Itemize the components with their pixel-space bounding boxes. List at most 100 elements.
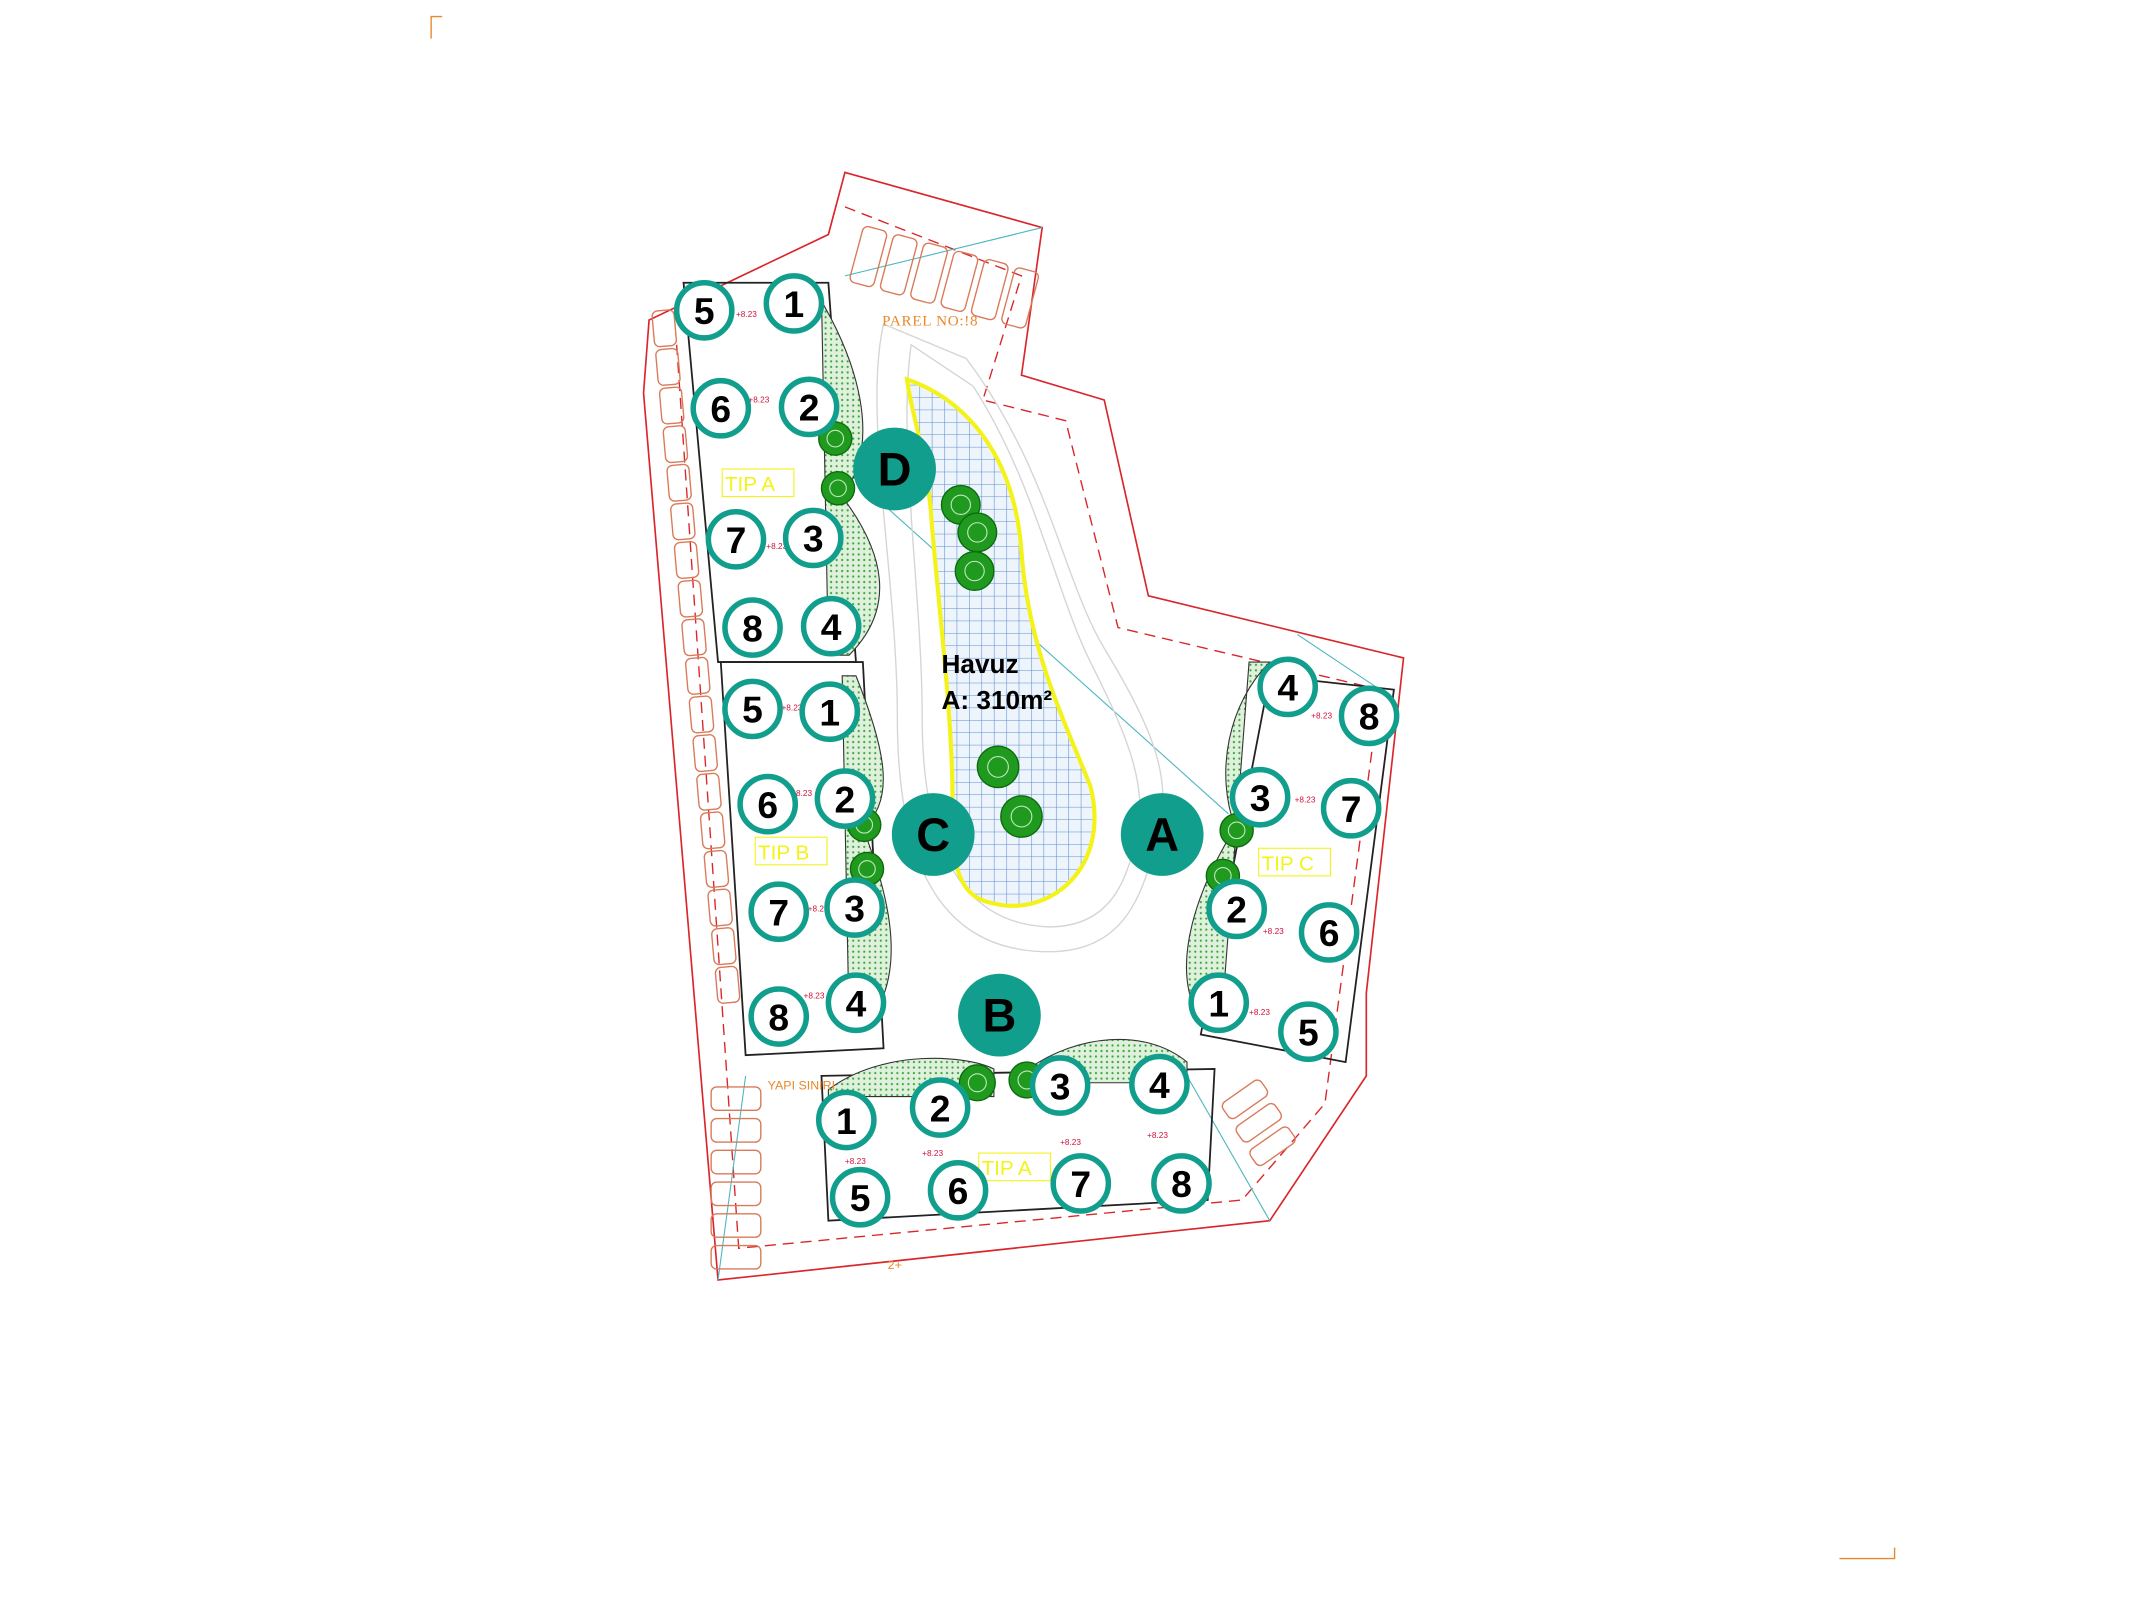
unit-number: 1 xyxy=(819,692,840,734)
unit-marker-d-5[interactable]: 5 xyxy=(673,280,735,341)
tree-canopy-ring xyxy=(964,560,985,582)
unit-marker-d-2[interactable]: 2 xyxy=(778,376,840,438)
unit-marker-c-4[interactable]: 4 xyxy=(825,972,887,1034)
unit-marker-a-1[interactable]: 1 xyxy=(1188,972,1250,1034)
unit-marker-b-8[interactable]: 8 xyxy=(1151,1153,1212,1214)
building-d-marker[interactable]: D xyxy=(853,427,936,511)
level-mark: +8.23 xyxy=(748,396,769,405)
parking-space xyxy=(710,1181,762,1207)
parking-space xyxy=(879,234,918,296)
unit-marker-c-1[interactable]: 1 xyxy=(799,681,861,743)
building-type-label: TIP B xyxy=(758,841,809,864)
unit-marker-d-4[interactable]: 4 xyxy=(800,595,862,657)
unit-marker-d-8[interactable]: 8 xyxy=(722,597,783,658)
unit-number: 8 xyxy=(1359,696,1380,738)
parking-space xyxy=(684,656,711,695)
tree-canopy-ring xyxy=(1227,821,1246,840)
unit-marker-ring xyxy=(748,881,810,943)
type-label-box xyxy=(721,468,795,498)
building-type-label: TIP A xyxy=(981,1157,1031,1180)
unit-number: 5 xyxy=(742,689,763,731)
pool-title: Havuz xyxy=(941,649,1018,679)
level-mark: +8.23 xyxy=(804,992,825,1001)
parking-space xyxy=(1001,267,1040,329)
tree-canopy-ring xyxy=(967,1073,987,1093)
parking-space xyxy=(1235,1102,1282,1143)
unit-number: 6 xyxy=(948,1170,969,1212)
unit-marker-a-6[interactable]: 6 xyxy=(1298,902,1360,963)
unit-marker-ring xyxy=(1229,766,1291,828)
unit-marker-a-3[interactable]: 3 xyxy=(1229,766,1291,828)
parking-space xyxy=(710,1149,762,1175)
level-mark: +8.23 xyxy=(808,905,829,914)
unit-marker-d-1[interactable]: 1 xyxy=(763,273,825,334)
unit-number: 3 xyxy=(844,887,865,929)
unit-marker-a-4[interactable]: 4 xyxy=(1257,656,1319,718)
building-a-marker[interactable]: A xyxy=(1120,793,1204,876)
parking-space xyxy=(710,1213,762,1238)
level-mark: +8.23 xyxy=(1249,1008,1270,1017)
unit-marker-ring xyxy=(1188,972,1250,1034)
unit-marker-c-8[interactable]: 8 xyxy=(748,986,810,1047)
unit-marker-a-2[interactable]: 2 xyxy=(1206,878,1267,940)
corner-mark-top-left xyxy=(430,15,443,39)
unit-marker-c-2[interactable]: 2 xyxy=(814,768,876,829)
parking-space xyxy=(703,849,730,889)
unit-number: 6 xyxy=(757,784,778,826)
unit-number: 7 xyxy=(1341,788,1362,830)
unit-marker-b-5[interactable]: 5 xyxy=(829,1166,891,1228)
unit-marker-a-5[interactable]: 5 xyxy=(1278,1001,1339,1063)
unit-marker-b-1[interactable]: 1 xyxy=(815,1089,877,1151)
unit-marker-ring xyxy=(690,377,752,439)
unit-marker-ring xyxy=(763,273,825,334)
unit-marker-b-6[interactable]: 6 xyxy=(927,1160,989,1221)
unit-marker-a-7[interactable]: 7 xyxy=(1320,777,1382,839)
unit-marker-c-6[interactable]: 6 xyxy=(737,773,799,835)
parking-space xyxy=(1249,1126,1296,1167)
parking-space xyxy=(711,927,737,966)
building-marker-disc xyxy=(891,793,975,876)
unit-marker-ring xyxy=(815,1089,877,1151)
setback-line xyxy=(675,206,1381,1250)
level-mark: +8.23 xyxy=(1147,1131,1168,1140)
building-letters: D C A B xyxy=(853,427,1204,1057)
unit-marker-ring xyxy=(825,972,887,1034)
parking-space xyxy=(655,347,681,386)
unit-marker-d-3[interactable]: 3 xyxy=(782,507,844,569)
pool-area: A: 310m² xyxy=(941,685,1052,715)
unit-marker-ring xyxy=(1050,1153,1112,1214)
parking-space xyxy=(910,242,949,304)
unit-number: 2 xyxy=(835,778,856,820)
building-b-marker[interactable]: B xyxy=(958,973,1041,1057)
building-c-marker[interactable]: C xyxy=(891,793,975,876)
unit-marker-b-7[interactable]: 7 xyxy=(1050,1153,1112,1214)
unit-marker-ring xyxy=(673,280,735,341)
unit-marker-ring xyxy=(1029,1055,1091,1116)
parking-space xyxy=(666,463,692,502)
unit-marker-a-8[interactable]: 8 xyxy=(1338,685,1400,747)
parking-space xyxy=(970,259,1009,321)
tree-icon xyxy=(957,512,998,553)
unit-marker-ring xyxy=(799,681,861,743)
level-marks: +8.23+8.23+8.23+8.23+8.23+8.23+8.23+8.23… xyxy=(736,310,1332,1166)
unit-marker-d-7[interactable]: 7 xyxy=(705,508,767,570)
parking-space xyxy=(849,225,888,288)
unit-number: 7 xyxy=(1070,1163,1091,1205)
unit-marker-b-4[interactable]: 4 xyxy=(1129,1053,1190,1115)
building-letter: D xyxy=(878,444,912,496)
unit-marker-c-3[interactable]: 3 xyxy=(824,877,885,938)
unit-marker-ring xyxy=(1338,685,1400,747)
unit-marker-b-3[interactable]: 3 xyxy=(1029,1055,1091,1116)
unit-marker-ring xyxy=(1129,1053,1190,1115)
unit-marker-c-7[interactable]: 7 xyxy=(748,881,810,943)
parking-space xyxy=(662,425,689,464)
building-marker-disc xyxy=(853,427,936,511)
unit-marker-ring xyxy=(829,1166,891,1228)
unit-marker-c-5[interactable]: 5 xyxy=(722,678,783,740)
building-marker-disc xyxy=(958,973,1041,1057)
unit-marker-ring xyxy=(1257,656,1319,718)
unit-marker-d-6[interactable]: 6 xyxy=(690,377,752,439)
unit-marker-b-2[interactable]: 2 xyxy=(909,1077,971,1138)
tree-canopy-ring xyxy=(826,429,845,448)
